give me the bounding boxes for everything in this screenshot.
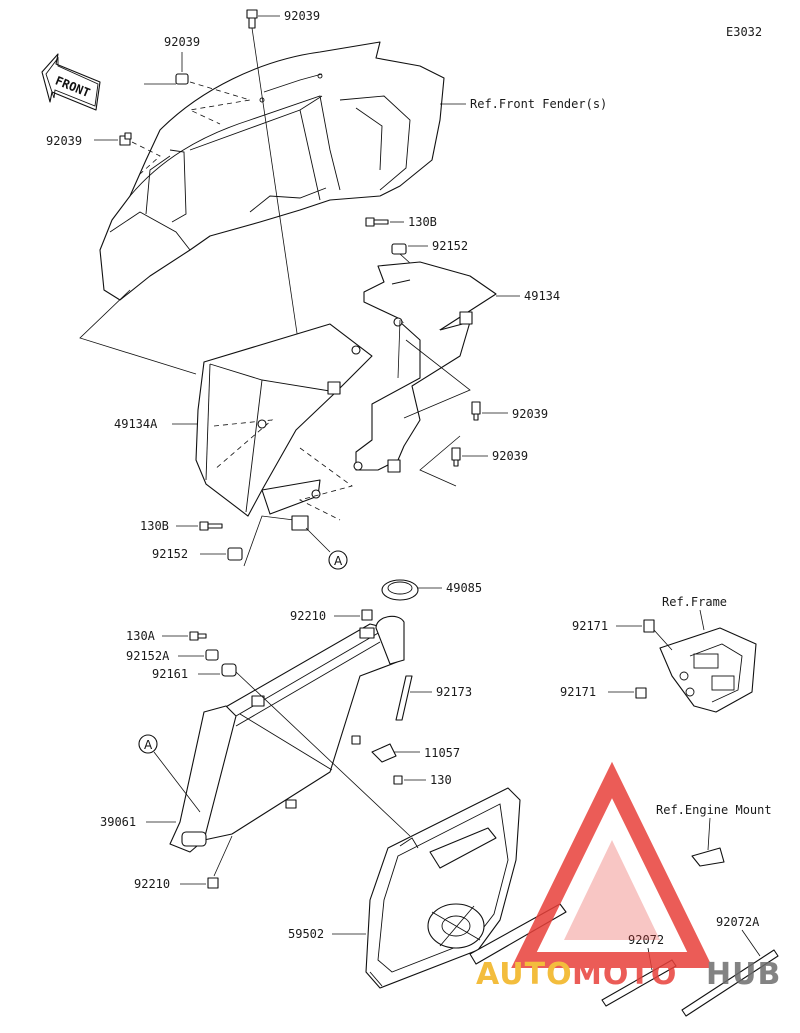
- part-label-92039e: 92039: [492, 449, 528, 463]
- front-arrow-icon: FRONT: [41, 53, 101, 111]
- bolt-icon: [176, 521, 223, 531]
- side-cover-right: [353, 261, 520, 487]
- part-label-92161: 92161: [152, 667, 188, 681]
- connector-a-label-bot: A: [144, 738, 153, 752]
- part-label-92171a: 92171: [572, 619, 608, 633]
- part-label-92039c: 92039: [46, 134, 82, 148]
- part-label-92072a: 92072A: [716, 915, 760, 929]
- connector-a-circle: [328, 550, 348, 570]
- part-label-130b-bot: 130B: [140, 519, 169, 533]
- bracket-icon: [371, 743, 420, 763]
- radiator-cap-icon: [381, 579, 442, 601]
- bolt-icon: [365, 217, 404, 227]
- watermark-text-moto: MOTO: [572, 957, 677, 992]
- part-label-11057: 11057: [424, 746, 460, 760]
- engine-mount-bracket: [691, 817, 725, 867]
- connector-a-circle: [138, 734, 158, 754]
- bolt-icon: [471, 401, 508, 421]
- bolt-icon: [94, 132, 132, 146]
- grommet-icon: [198, 663, 237, 677]
- part-label-49134a: 49134A: [114, 417, 158, 431]
- part-label-92152-bot: 92152: [152, 547, 188, 561]
- nut-icon: [334, 609, 373, 621]
- part-label-92152a: 92152A: [126, 649, 170, 663]
- part-label-92173: 92173: [436, 685, 472, 699]
- part-label-92039d: 92039: [512, 407, 548, 421]
- front-fender: Ref.Front Fender(s): [99, 41, 607, 301]
- bolt-icon: [393, 775, 426, 785]
- collar-icon: [178, 649, 219, 661]
- part-label-39061: 39061: [100, 815, 136, 829]
- part-label-49134: 49134: [524, 289, 560, 303]
- watermark-text-auto: AUTO: [476, 957, 573, 992]
- cable-tie-icon: [681, 929, 779, 1017]
- bolt-icon: [608, 687, 647, 699]
- radiator: [146, 615, 405, 853]
- side-cover-left: [172, 323, 373, 521]
- ref-front-fender: Ref.Front Fender(s): [470, 97, 607, 111]
- ref-frame: Ref.Frame: [662, 595, 727, 609]
- nut-icon: [180, 835, 233, 889]
- connector-a-label-top: A: [334, 554, 343, 568]
- part-label-92210-bot: 92210: [134, 877, 170, 891]
- part-label-59502: 59502: [288, 927, 324, 941]
- collar-icon: [391, 243, 428, 255]
- watermark-logo: AUTO MOTO HUB: [476, 761, 781, 992]
- nut-icon: [175, 52, 189, 85]
- diagram-code: E3032: [726, 25, 762, 39]
- part-label-92039b: 92039: [164, 35, 200, 49]
- bolt-icon: [616, 619, 673, 651]
- bolt-icon: [162, 631, 207, 641]
- collar-icon: [200, 547, 243, 561]
- part-label-130b-top: 130B: [408, 215, 437, 229]
- part-label-130a: 130A: [126, 629, 156, 643]
- part-label-92039a: 92039: [284, 9, 320, 23]
- bolt-icon: [451, 447, 488, 467]
- bolt-icon: [246, 9, 280, 29]
- part-label-130: 130: [430, 773, 452, 787]
- part-label-92210-top: 92210: [290, 609, 326, 623]
- ref-engine-mount: Ref.Engine Mount: [656, 803, 772, 817]
- part-label-92152-top: 92152: [432, 239, 468, 253]
- frame-bracket: [659, 609, 757, 713]
- part-label-92171b: 92171: [560, 685, 596, 699]
- hose-icon: [395, 675, 432, 721]
- part-label-49085: 49085: [446, 581, 482, 595]
- part-label-92072: 92072: [628, 933, 664, 947]
- watermark-text-hub: HUB: [706, 957, 781, 992]
